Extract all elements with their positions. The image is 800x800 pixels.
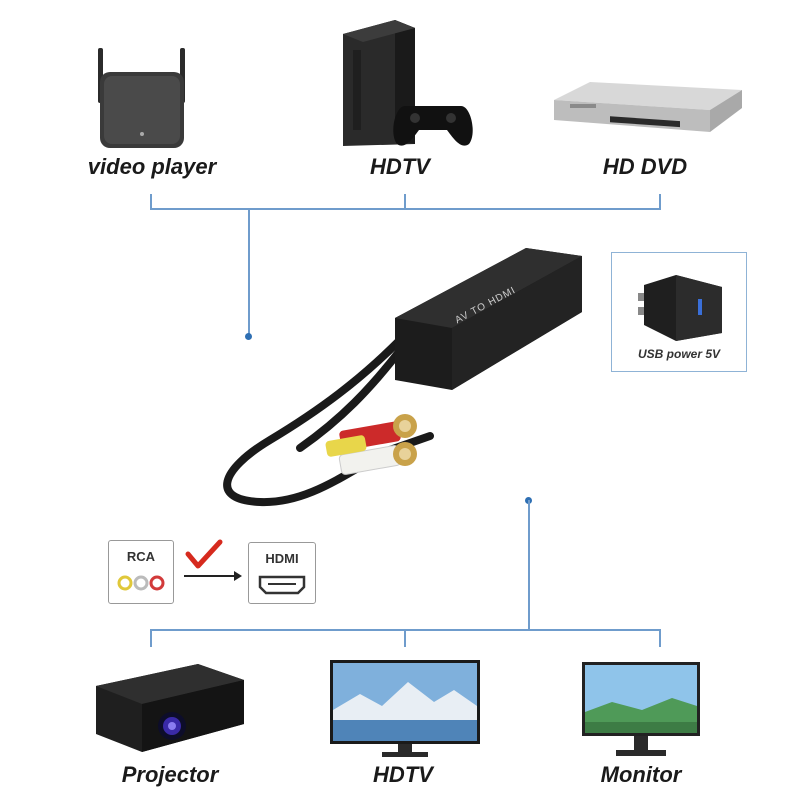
hdmi-output-box: HDMI (248, 542, 316, 604)
monitor-label: Monitor (600, 762, 682, 787)
top-bus-drop-left (150, 194, 152, 210)
video-player-label: video player (87, 154, 217, 179)
top-bus-trunk (248, 208, 250, 336)
hd-dvd-device-icon (554, 82, 742, 132)
hdtv-output-label: HDTV (373, 762, 433, 787)
projector-label: Projector (121, 762, 219, 787)
top-bus-drop-right (659, 194, 661, 210)
rca-input-box: RCA (108, 540, 174, 604)
check-arrow-icon (184, 539, 242, 581)
console-device-icon (343, 20, 473, 146)
av-to-hdmi-adapter (223, 248, 582, 507)
bottom-bus-drop-mid (404, 629, 406, 647)
bottom-bus-drop-right (659, 629, 661, 647)
hdtv-source-label: HDTV (370, 154, 430, 179)
hdmi-label: HDMI (265, 551, 299, 566)
rca-jacks-icon (117, 575, 165, 591)
hdmi-port-icon (258, 575, 306, 595)
hdtv-output-icon (330, 660, 480, 757)
projector-device-icon (96, 664, 244, 752)
top-trunk-endpoint (245, 333, 252, 340)
rca-label: RCA (126, 549, 156, 564)
hd-dvd-label: HD DVD (602, 154, 688, 179)
usb-power-label: USB power 5V (637, 347, 721, 361)
usb-power-box: USB power 5V (611, 252, 747, 372)
bottom-bus-trunk (528, 500, 530, 630)
monitor-device-icon (582, 662, 700, 756)
usb-charger-icon (638, 275, 722, 341)
top-bus-drop-mid (404, 194, 406, 210)
video-player-device-icon (98, 48, 185, 148)
bottom-bus-drop-left (150, 629, 152, 647)
